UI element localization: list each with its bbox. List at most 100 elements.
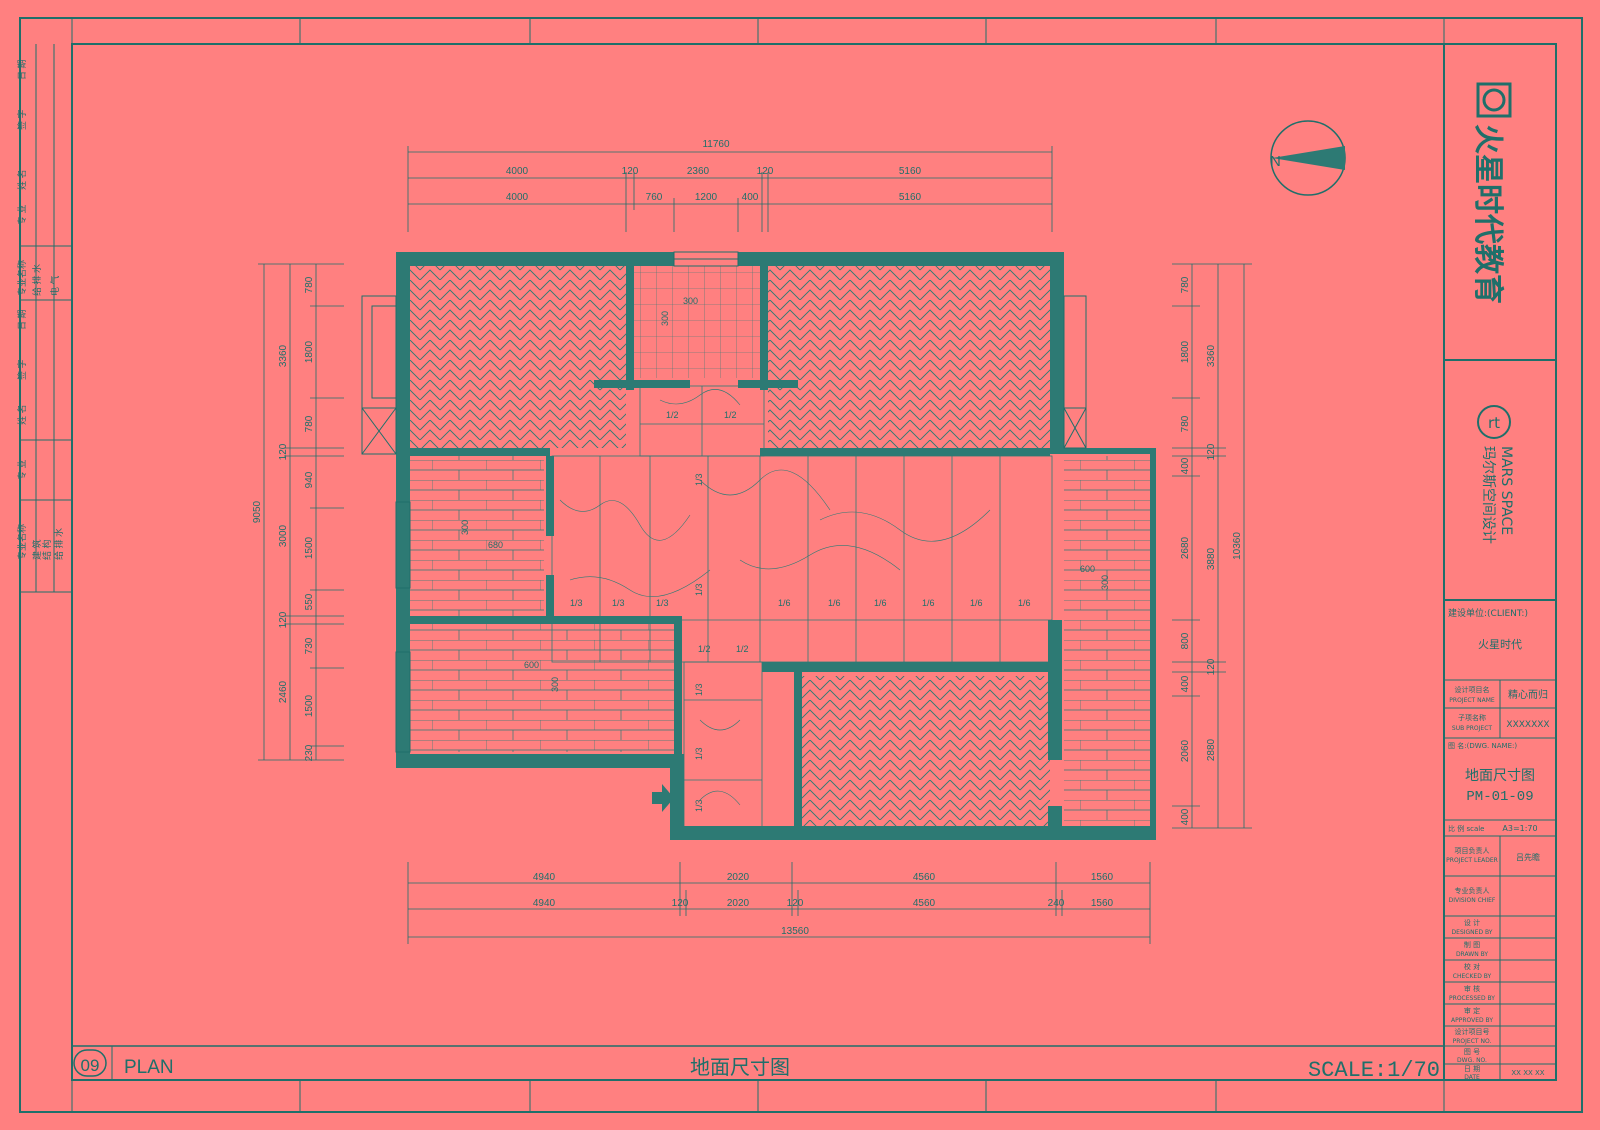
living-sixth-6: 1/6 [1018, 598, 1031, 608]
dim-right-d0: 780 [1180, 276, 1191, 293]
sheet-title: 地面尺寸图 [690, 1055, 790, 1079]
brand-logo-icon: rt [1476, 82, 1512, 439]
walls [396, 252, 1156, 840]
dim-bot-r1-0: 4940 [533, 872, 556, 883]
strip-water-2: 给 排 水 [53, 528, 64, 560]
dim-right-d5: 800 [1180, 632, 1191, 649]
strip-arch: 建 筑 [31, 539, 42, 560]
dim-top-r1-0: 4000 [506, 166, 529, 177]
client-value: 火星时代 [1478, 638, 1522, 651]
drawn-cn: 制 图 [1464, 940, 1480, 949]
strip-struct: 结 构 [41, 539, 52, 560]
bottom-title-bar: 09 PLAN 地面尺寸图 SCALE:1/70 [72, 1045, 1444, 1083]
living-sixth-3: 1/6 [874, 598, 887, 608]
dim-top-r2-1: 760 [646, 192, 663, 203]
dimension-lines [258, 146, 1252, 944]
design-en: DESIGNED BY [1452, 929, 1493, 936]
dim-right-g0: 3360 [1206, 344, 1217, 367]
project-label-cn: 设计项目名 [1455, 685, 1490, 694]
dim-right-g1: 120 [1206, 443, 1217, 460]
leader-label-en: PROJECT LEADER [1446, 857, 1498, 864]
living-third-2: 1/3 [612, 598, 625, 608]
title-block [1443, 44, 1557, 1080]
dimension-text: 11760 4000 120 2360 120 5160 4000 760 12… [252, 139, 1243, 937]
strip-water-1: 给 排 水 [31, 264, 42, 296]
bedroom-floor-se [800, 676, 1050, 826]
strip-name-2: 姓 名 [16, 404, 27, 425]
bath-tile-w: 300 [683, 296, 698, 306]
dim-bot-total: 13560 [781, 926, 809, 937]
strip-sign-2: 签 字 [16, 359, 27, 380]
scale-value: A3=1:70 [1502, 824, 1537, 833]
dim-top-r1-4: 5160 [899, 166, 922, 177]
approved-en: APPROVED BY [1451, 1017, 1493, 1024]
projno-en: PROJECT NO. [1453, 1038, 1492, 1045]
dim-bot-r1-3: 1560 [1091, 872, 1114, 883]
strip-sign-1: 签 字 [16, 109, 27, 130]
leader-value: 吕先瞻 [1516, 852, 1540, 862]
dim-right-d6: 400 [1180, 675, 1191, 692]
dining-floor [410, 624, 680, 752]
corridor-half-1: 1/2 [666, 410, 679, 420]
sub-label-cn: 子项名称 [1458, 713, 1486, 722]
living-sixth-1: 1/6 [778, 598, 791, 608]
dwg-name-label: 图 名:(DWG. NAME:) [1448, 741, 1517, 750]
balcony-floor [1064, 456, 1150, 828]
checked-cn: 校 对 [1464, 962, 1480, 971]
dining-tile-h: 300 [550, 677, 560, 692]
dim-top-r1-1: 120 [622, 166, 639, 177]
brand-name: 火星时代教育 [1470, 124, 1505, 304]
dim-left-d7: 1500 [304, 694, 315, 717]
living-third-3: 1/3 [656, 598, 669, 608]
dim-bot-r2-4: 4560 [913, 898, 936, 909]
processed-cn: 审 核 [1464, 984, 1480, 993]
living-sixth-2: 1/6 [828, 598, 841, 608]
kitchen-tile-h: 300 [460, 520, 470, 535]
plan-label: PLAN [124, 1057, 174, 1078]
dim-top-r2-4: 5160 [899, 192, 922, 203]
dwgno-cn: 图 号 [1464, 1048, 1480, 1056]
kitchen-floor [410, 456, 544, 616]
dim-left-d0: 780 [304, 276, 315, 293]
entry-arrow-icon [652, 784, 674, 812]
bedroom-floor-ne [768, 266, 1050, 448]
dim-right-d4: 2680 [1180, 536, 1191, 559]
strip-date-2: 日 期 [17, 309, 27, 330]
dim-left-d1: 1800 [304, 340, 315, 363]
sub-label-en: SUB PROJECT [1452, 725, 1492, 732]
date-en: DATE [1464, 1074, 1480, 1081]
north-compass: N [1270, 120, 1346, 196]
entry-third-v3: 1/3 [694, 799, 704, 812]
bedroom-floor-nw [410, 266, 626, 448]
living-sixth-4: 1/6 [922, 598, 935, 608]
dim-top-total: 11760 [702, 139, 730, 150]
left-strip [20, 44, 72, 593]
left-strip-text: 日 期 签 字 姓 名 专 业 专业名称 给 排 水 电 气 日 期 签 字 姓… [16, 59, 64, 560]
checked-en: CHECKED BY [1453, 973, 1492, 980]
window-bays [361, 251, 1087, 753]
dim-right-total: 10360 [1232, 532, 1243, 560]
project-label-en: PROJECT NAME [1449, 697, 1495, 704]
kitchen-tile-w: 680 [488, 540, 503, 550]
tile-labels: 300 300 680 300 600 300 600 300 1/2 1/2 … [460, 296, 1110, 812]
dim-right-d3: 400 [1180, 457, 1191, 474]
strip-discipline-1: 专 业 [16, 204, 27, 225]
bathroom-floor [632, 266, 762, 378]
client-label: 建设单位:(CLIENT:) [1448, 607, 1528, 619]
dim-bot-r2-3: 120 [787, 898, 804, 909]
drawing-title: 地面尺寸图 [1465, 768, 1535, 784]
date-value: XX XX XX [1511, 1069, 1544, 1077]
dim-left-g3: 120 [278, 611, 289, 628]
dining-tile-w: 600 [524, 660, 539, 670]
strip-date-1: 日 期 [17, 59, 27, 80]
dim-left-d4: 1500 [304, 536, 315, 559]
drawing-number: PM-01-09 [1466, 789, 1533, 805]
entry-third-v2: 1/3 [694, 747, 704, 760]
strip-major-2: 专业名称 [16, 524, 27, 560]
drawn-en: DRAWN BY [1456, 951, 1488, 958]
dim-left-g4: 2460 [278, 680, 289, 703]
sub-value: XXXXXXX [1506, 720, 1549, 730]
strip-discipline-2: 专 业 [16, 459, 27, 480]
sheet-scale: SCALE:1/70 [1308, 1058, 1440, 1083]
dim-right-g4: 2880 [1206, 738, 1217, 761]
